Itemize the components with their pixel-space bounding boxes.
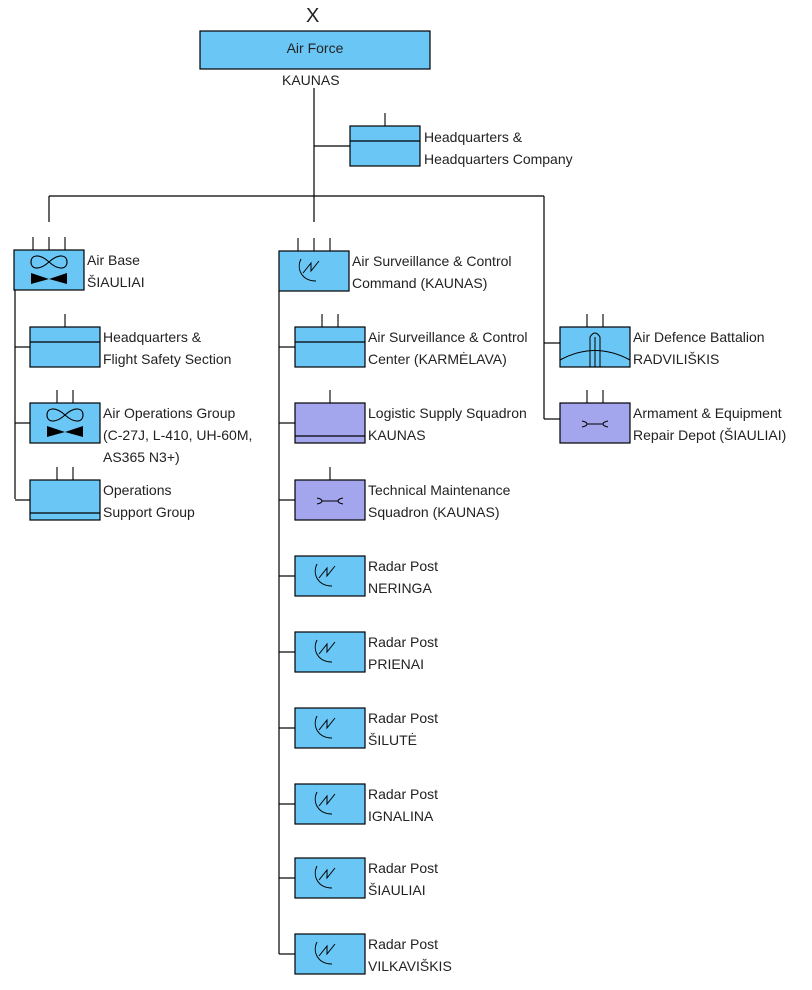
logistic-supply-squadron-box (294, 402, 366, 444)
bowtie-icon (47, 426, 83, 437)
radar-post-siauliai-label-line1: Radar Post (368, 860, 439, 876)
radar-post-prienai-box (294, 631, 366, 673)
technical-maintenance-squadron-label-line1: Technical Maintenance (368, 482, 511, 498)
radar-dish-icon (314, 715, 333, 739)
air-force-location: KAUNAS (282, 72, 340, 88)
radar-dish-icon (314, 865, 333, 889)
radar-post-neringa-label-line1: Radar Post (368, 558, 439, 574)
radar-post-neringa-symbol[interactable] (294, 555, 366, 597)
radar-post-siauliai-symbol[interactable] (294, 857, 366, 899)
air-force-title[interactable]: Air Force (286, 40, 344, 56)
air-base-label-line2: ŠIAULIAI (87, 274, 145, 290)
radar-signal-icon (318, 641, 336, 655)
radar-dish-icon (314, 563, 333, 587)
radar-signal-icon (318, 717, 336, 731)
ascc-center-box (294, 326, 366, 368)
radar-post-ignalina-box (294, 783, 366, 825)
radar-dish-icon (298, 258, 317, 282)
radar-post-vilkaviskis-label-line1: Radar Post (368, 936, 439, 952)
radar-post-siauliai-label-line2: ŠIAULIAI (368, 882, 426, 898)
armament-repair-depot-label-line2: Repair Depot (ŠIAULIAI) (633, 427, 787, 443)
radar-post-vilkaviskis-symbol[interactable] (294, 933, 366, 975)
radar-post-ignalina-label-line2: IGNALINA (368, 808, 434, 824)
air-force-box (199, 30, 431, 70)
air-base-box (13, 249, 85, 291)
air-defence-battalion-label-line2: RADVILIŠKIS (633, 351, 720, 367)
radar-dish-icon (314, 791, 333, 815)
unit-boxes (13, 30, 631, 975)
radar-post-silute-label-line2: ŠILUTĖ (368, 732, 418, 748)
hq-label-line1: Headquarters & (424, 129, 523, 145)
radar-signal-icon (318, 867, 336, 881)
ascc-center-label-line1: Air Surveillance & Control (368, 329, 528, 345)
wrench-icon (316, 497, 344, 505)
radar-post-vilkaviskis-label-line2: VILKAVIŠKIS (368, 958, 452, 974)
operations-support-group-symbol[interactable] (29, 467, 101, 521)
radar-dish-icon (314, 639, 333, 663)
armament-repair-depot-label-line1: Armament & Equipment (633, 405, 782, 421)
air-operations-group-label-line3: AS365 N3+) (103, 449, 180, 465)
operations-support-group-label-line2: Support Group (103, 504, 195, 520)
radar-post-prienai-label-line2: PRIENAI (368, 656, 425, 672)
air-operations-group-symbol[interactable] (29, 390, 101, 444)
ascc-command-label-line2: Command (KAUNAS) (352, 275, 488, 291)
logistic-supply-squadron-symbol[interactable] (294, 390, 366, 444)
operations-support-group-label-line1: Operations (103, 482, 172, 498)
air-defence-battalion-symbol[interactable] (559, 314, 631, 368)
technical-maintenance-squadron-label-line2: Squadron (KAUNAS) (368, 504, 500, 520)
connector-lines (14, 88, 560, 955)
ascc-center-symbol[interactable] (294, 314, 366, 368)
radar-post-silute-label-line1: Radar Post (368, 710, 439, 726)
radar-dish-icon (314, 941, 333, 965)
radar-signal-icon (302, 260, 320, 274)
hq-company-symbol[interactable] (349, 113, 421, 167)
radar-signal-icon (318, 565, 336, 579)
ascc-command-label-line1: Air Surveillance & Control (352, 253, 512, 269)
missile-icon (589, 332, 601, 367)
armament-repair-depot-box (559, 402, 631, 444)
air-base-label-line1: Air Base (87, 252, 140, 268)
radar-post-neringa-label-line2: NERINGA (368, 580, 432, 596)
hq-flight-safety-symbol[interactable] (29, 314, 101, 368)
operations-support-group-box (29, 479, 101, 521)
logistic-supply-squadron-label-line1: Logistic Supply Squadron (368, 405, 527, 421)
echelon-mark: X (306, 5, 320, 27)
radar-post-prienai-symbol[interactable] (294, 631, 366, 673)
ascc-command-box (278, 250, 350, 292)
hq-flight-safety-label-line1: Headquarters & (103, 329, 202, 345)
air-operations-group-label-line2: (C-27J, L-410, UH-60M, (103, 427, 253, 443)
hq-flight-safety-box (29, 326, 101, 368)
ascc-command-symbol[interactable] (278, 238, 350, 292)
air-operations-group-box (29, 402, 101, 444)
hq-company-box (349, 125, 421, 167)
air-operations-group-label-line1: Air Operations Group (103, 405, 236, 421)
radar-post-silute-symbol[interactable] (294, 707, 366, 749)
radar-post-neringa-box (294, 555, 366, 597)
radar-post-siauliai-box (294, 857, 366, 899)
air-base-symbol[interactable] (13, 237, 85, 291)
hq-flight-safety-label-line2: Flight Safety Section (103, 351, 232, 367)
air-defence-battalion-label-line1: Air Defence Battalion (633, 329, 765, 345)
radar-post-vilkaviskis-box (294, 933, 366, 975)
radar-signal-icon (318, 943, 336, 957)
technical-maintenance-squadron-box (294, 479, 366, 521)
logistic-supply-squadron-label-line2: KAUNAS (368, 427, 426, 443)
radar-post-ignalina-label-line1: Radar Post (368, 786, 439, 802)
propeller-icon (30, 255, 68, 269)
radar-post-prienai-label-line1: Radar Post (368, 634, 439, 650)
armament-repair-depot-symbol[interactable] (559, 390, 631, 444)
hq-label-line2: Headquarters Company (424, 151, 573, 167)
radar-post-silute-box (294, 707, 366, 749)
wrench-icon (581, 420, 609, 428)
propeller-icon (46, 408, 84, 422)
bowtie-icon (31, 273, 67, 284)
ascc-center-label-line2: Center (KARMĖLAVA) (368, 351, 507, 367)
technical-maintenance-squadron-symbol[interactable] (294, 467, 366, 521)
radar-signal-icon (318, 793, 336, 807)
radar-post-ignalina-symbol[interactable] (294, 783, 366, 825)
